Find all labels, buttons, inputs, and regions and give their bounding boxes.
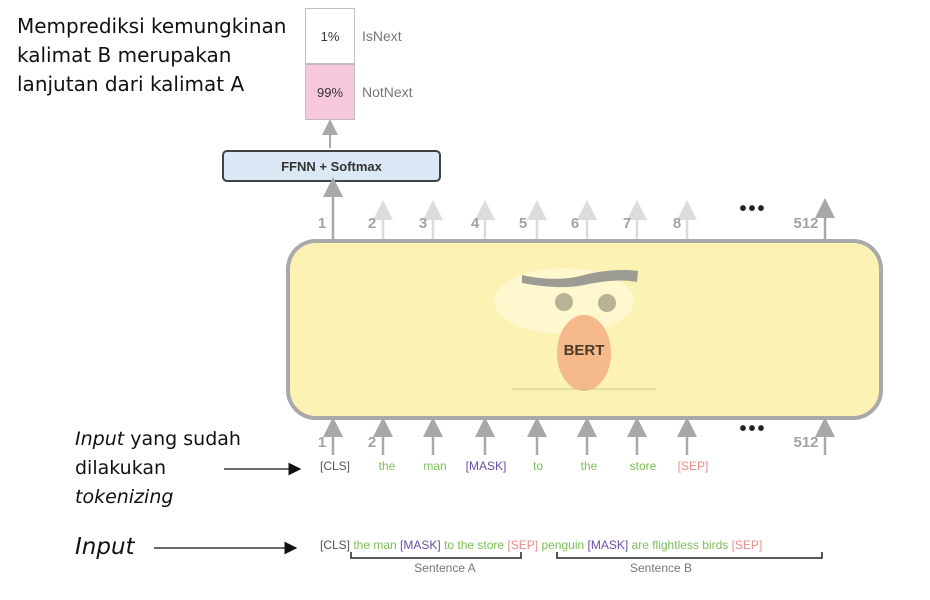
token-man: man [423,459,447,473]
output-position-1: 1 [317,215,327,232]
tokenized-label-line2: dilakukan [75,457,167,479]
token-to: to [532,459,544,473]
output-position-4: 4 [470,215,480,232]
bert-label: BERT [563,342,605,359]
input-position-2: 2 [367,434,377,451]
input-label: Input [75,534,135,560]
tokenized-input-label: Input yang sudah dilakukan tokenizing [75,425,241,512]
tokenized-label-italic: Input [75,428,125,450]
output-position-8: 8 [672,215,682,232]
input-position-512: 512 [793,434,819,451]
seq-words-a2: to the store [440,538,508,552]
token-sep: [SEP] [677,459,709,473]
output-position-512: 512 [793,215,819,232]
seq-mask-1: [MASK] [400,538,441,552]
bert-face-icon [494,268,656,391]
tokenized-label-line3: tokenizing [75,486,174,508]
seq-sep-1: [SEP] [507,538,539,552]
isnext-label: IsNext [362,28,402,44]
seq-words-b2: are flightless birds [628,538,732,552]
seq-words-b1: penguin [538,538,588,552]
seq-sep-2: [SEP] [731,538,763,552]
output-position-5: 5 [518,215,528,232]
token-the: the [378,459,396,473]
input-sequence: [CLS] the man [MASK] to the store [SEP] … [320,538,762,552]
sentence-a-bracket [350,552,522,559]
description-text: Memprediksi kemungkinan kalimat B merupa… [17,14,287,96]
seq-mask-2: [MASK] [587,538,629,552]
sentence-b-label: Sentence B [629,561,693,575]
input-position-1: 1 [317,434,327,451]
output-position-7: 7 [622,215,632,232]
token-cls: [CLS] [319,459,351,473]
notnext-probability-box: 99% [305,64,355,120]
token-mask: [MASK] [465,459,507,473]
output-ellipsis: ••• [739,198,767,220]
seq-words-a1: the man [350,538,401,552]
ffnn-softmax-box: FFNN + Softmax [222,150,441,182]
output-position-6: 6 [570,215,580,232]
seq-cls: [CLS] [320,538,351,552]
sentence-b-bracket [556,552,823,559]
isnext-probability-box: 1% [305,8,355,64]
input-ellipsis: ••• [739,418,767,440]
output-position-3: 3 [418,215,428,232]
sentence-a-label: Sentence A [414,561,476,575]
tokenized-label-rest: yang sudah [124,428,241,450]
output-position-2: 2 [367,215,377,232]
token-the-2: the [580,459,598,473]
notnext-label: NotNext [362,84,413,100]
token-store: store [629,459,657,473]
